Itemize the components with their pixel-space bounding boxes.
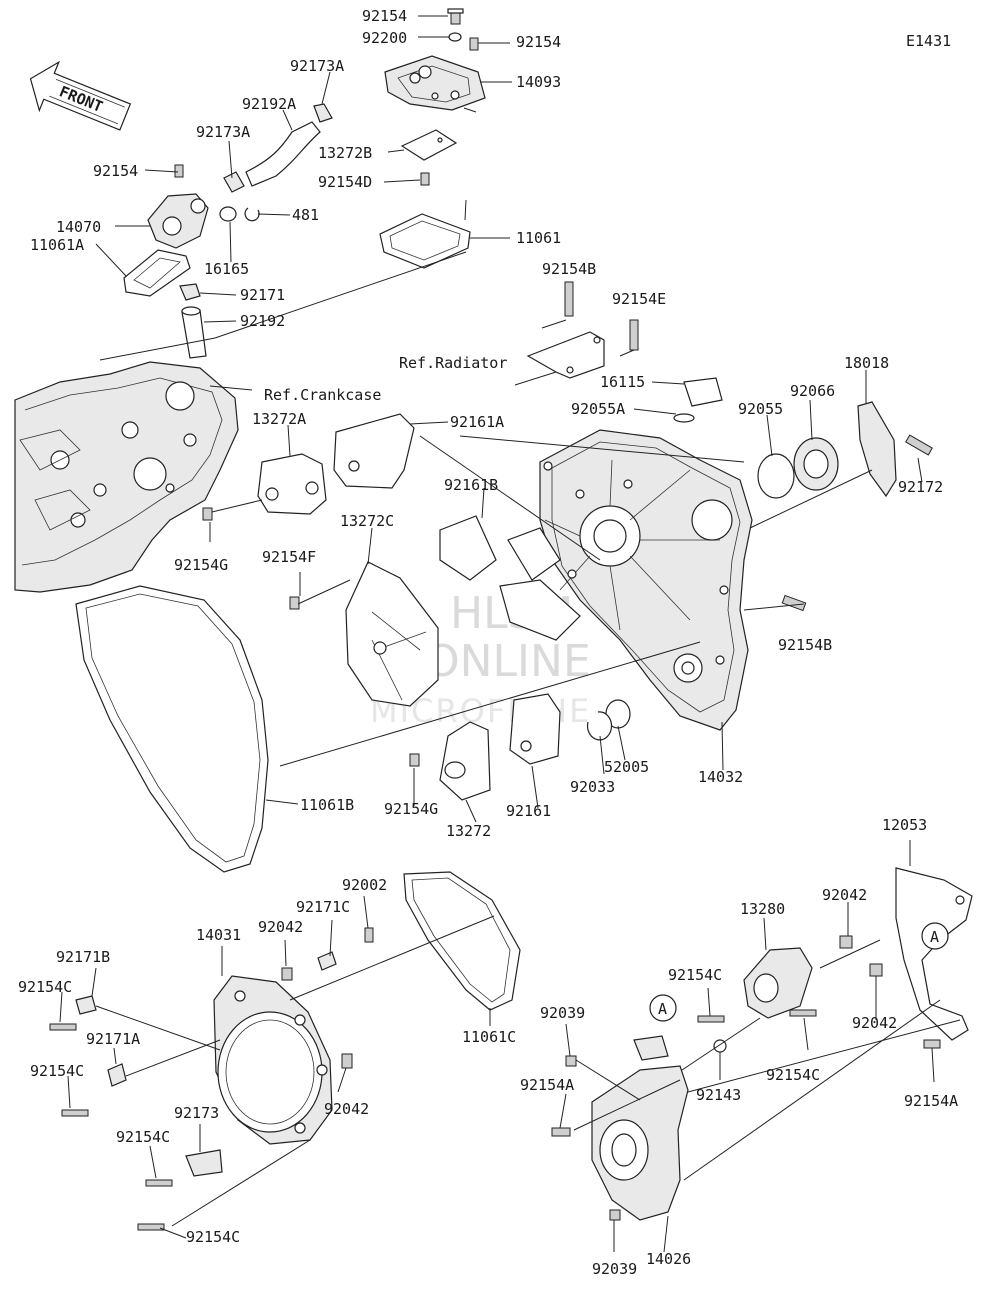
part-label-92161b: 92161B (444, 476, 498, 494)
part-label-92171: 92171 (240, 286, 285, 304)
callout-a-left-letter: A (658, 1000, 667, 1018)
part-label-13272b: 13272B (318, 144, 372, 162)
part-label-92154g-lower: 92154G (384, 800, 438, 818)
part-label-92154a-a: 92154A (520, 1076, 574, 1094)
part-label-92173a-upper: 92173A (290, 57, 344, 75)
ref-radiator-label: Ref.Radiator (399, 354, 507, 372)
part-label-92154c-a: 92154C (18, 978, 72, 996)
part-label-92154-top: 92154 (362, 7, 407, 25)
part-label-13280: 13280 (740, 900, 785, 918)
part-label-14026: 14026 (646, 1250, 691, 1268)
front-direction-arrow: FRONT (29, 60, 132, 131)
part-label-14093: 14093 (516, 73, 561, 91)
part-label-92200: 92200 (362, 29, 407, 47)
part-label-481: 481 (292, 206, 319, 224)
part-label-92154c-e: 92154C (116, 1128, 170, 1146)
part-label-92042-b: 92042 (822, 886, 867, 904)
part-label-92143: 92143 (696, 1086, 741, 1104)
part-label-92154b-right: 92154B (778, 636, 832, 654)
diagram-code: E1431 (906, 32, 951, 50)
part-label-92039-a: 92039 (540, 1004, 585, 1022)
generator-cover-drawing (49, 871, 521, 1239)
gasket-11061B-drawing (75, 585, 701, 873)
part-label-92154c-c: 92154C (30, 1062, 84, 1080)
part-label-92192: 92192 (240, 312, 285, 330)
callout-a-left: A (649, 994, 677, 1022)
part-label-92154e: 92154E (612, 290, 666, 308)
part-label-92042-a: 92042 (258, 918, 303, 936)
part-label-92154c-b: 92154C (668, 966, 722, 984)
part-label-92042-c: 92042 (852, 1014, 897, 1032)
part-label-92171c: 92171C (296, 898, 350, 916)
part-label-92055a: 92055A (571, 400, 625, 418)
radiator-bracket-drawing (514, 281, 639, 386)
callout-a-right-letter: A (930, 928, 939, 946)
plates-drawing (202, 413, 581, 707)
part-label-11061c: 11061C (462, 1028, 516, 1046)
callout-a-right: A (921, 922, 949, 950)
watermark-line-2: ONLINE (425, 636, 591, 687)
part-label-92154b-top: 92154B (542, 260, 596, 278)
part-label-92173a-lower: 92173A (196, 123, 250, 141)
part-label-92154c-d: 92154C (766, 1066, 820, 1084)
part-label-92171b: 92171B (56, 948, 110, 966)
part-label-13272c: 13272C (340, 512, 394, 530)
part-label-92154-left: 92154 (93, 162, 138, 180)
part-label-13272a: 13272A (252, 410, 306, 428)
part-label-92154a-b: 92154A (904, 1092, 958, 1110)
part-label-92066: 92066 (790, 382, 835, 400)
ref-crankcase-label: Ref.Crankcase (264, 386, 381, 404)
part-label-92002: 92002 (342, 876, 387, 894)
part-label-13272: 13272 (446, 822, 491, 840)
part-label-92154-right: 92154 (516, 33, 561, 51)
part-label-11061b: 11061B (300, 796, 354, 814)
part-label-14032: 14032 (698, 768, 743, 786)
upper-parts-drawing (95, 8, 512, 359)
part-label-92039-b: 92039 (592, 1260, 637, 1278)
part-label-92171a: 92171A (86, 1030, 140, 1048)
part-label-92042-d: 92042 (324, 1100, 369, 1118)
part-label-11061a: 11061A (30, 236, 84, 254)
part-label-92192a: 92192A (242, 95, 296, 113)
part-label-11061-top: 11061 (516, 229, 561, 247)
part-label-92173: 92173 (174, 1104, 219, 1122)
part-label-92033: 92033 (570, 778, 615, 796)
part-label-18018: 18018 (844, 354, 889, 372)
lower-plates-drawing (409, 693, 561, 823)
part-label-12053: 12053 (882, 816, 927, 834)
sprocket-cover-drawing (551, 840, 973, 1253)
part-label-92161a: 92161A (450, 413, 504, 431)
part-label-92154c-f: 92154C (186, 1228, 240, 1246)
part-label-92055: 92055 (738, 400, 783, 418)
part-label-92172: 92172 (898, 478, 943, 496)
part-label-92154f: 92154F (262, 548, 316, 566)
part-label-16165: 16165 (204, 260, 249, 278)
crankcase-reference-drawing (14, 251, 467, 593)
part-label-16115: 16115 (600, 373, 645, 391)
part-label-14070: 14070 (56, 218, 101, 236)
part-label-52005: 52005 (604, 758, 649, 776)
part-label-92154d: 92154D (318, 173, 372, 191)
part-label-92161: 92161 (506, 802, 551, 820)
clutch-cover-drawing (419, 370, 933, 775)
part-label-92154g-upper: 92154G (174, 556, 228, 574)
part-label-14031: 14031 (196, 926, 241, 944)
